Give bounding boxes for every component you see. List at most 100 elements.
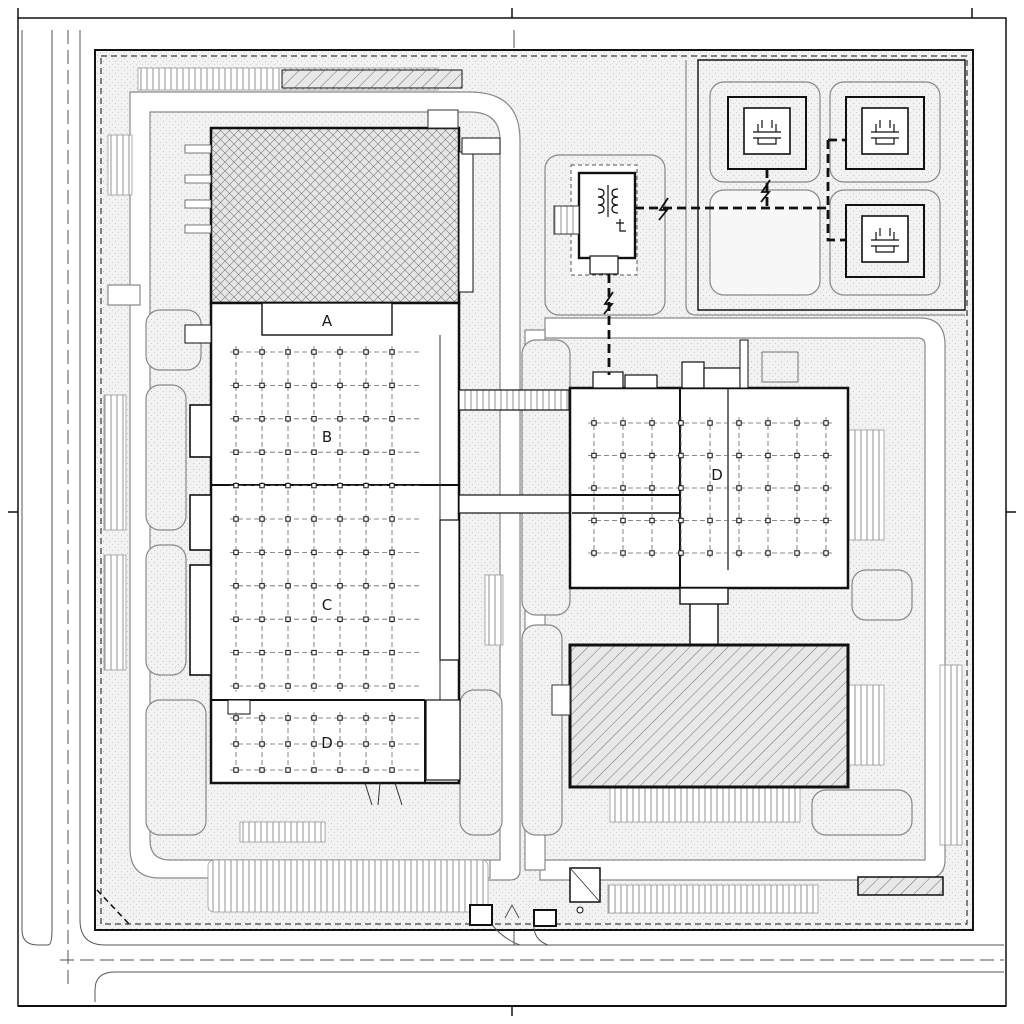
structural-column [649,485,655,491]
structural-column [337,583,343,589]
structural-column [736,517,742,524]
structural-column [591,550,597,556]
structural-column [259,482,265,489]
structural-column [259,616,265,622]
structural-column [233,583,239,589]
structural-column [363,482,369,489]
structural-column [233,741,239,747]
structural-column [389,741,395,747]
zone-label-b: B [322,428,332,446]
structural-column [736,485,742,491]
structural-column [389,583,395,589]
structural-column [591,517,597,524]
structural-column [736,420,742,426]
structural-column [363,382,369,389]
structural-column [591,452,597,459]
structural-column [337,741,343,747]
structural-column [389,449,395,455]
zone-label-a: A [322,312,333,330]
structural-column [311,616,317,622]
structural-column [311,416,317,422]
structural-column [259,416,265,422]
zone-label-d-west: D [321,734,333,752]
structural-column [337,416,343,422]
structural-column [233,715,239,721]
lightning-bolt-icon [658,197,669,221]
structural-column [823,517,829,524]
structural-column [363,715,369,721]
structural-column [678,452,684,459]
structural-column [233,449,239,455]
structural-column [765,550,771,556]
structural-column [337,382,343,389]
structural-column [389,516,395,522]
structural-column [337,516,343,522]
zone-labels: A B C D D [321,312,723,752]
structural-column [363,349,369,355]
structural-column [591,485,597,491]
structural-column [233,516,239,522]
structural-column [311,649,317,656]
structural-column [259,349,265,355]
structural-column [337,683,343,689]
structural-column [285,616,291,622]
structural-column [649,452,655,459]
structural-column [649,517,655,524]
structural-column [311,516,317,522]
structural-column [823,452,829,459]
structural-column [389,649,395,656]
structural-column [337,715,343,721]
structural-column [707,485,713,491]
structural-column [707,420,713,426]
structural-column [736,452,742,459]
west-building-roof-block [184,109,501,305]
structural-column [285,715,291,721]
west-structural-grid [230,346,422,776]
structural-column [233,349,239,355]
structural-column [285,516,291,522]
structural-column [285,741,291,747]
structural-column [233,767,239,773]
lightning-bolt-icon [760,179,771,203]
structural-column [823,420,829,426]
structural-column [620,517,626,524]
structural-column [389,683,395,689]
structural-column [311,349,317,355]
structural-column [311,767,317,773]
structural-column [389,482,395,489]
west-building-floor [184,301,461,806]
structural-column [363,649,369,656]
structural-column [765,452,771,459]
structural-column [285,416,291,422]
site-features [469,867,944,946]
structural-column [363,583,369,589]
transformer-pad-nw [727,96,807,170]
structural-column [337,482,343,489]
structural-column [794,420,800,426]
structural-column [389,549,395,556]
structural-column [678,550,684,556]
structural-column [311,449,317,455]
structural-column [285,683,291,689]
east-structural-grid [588,417,832,559]
structural-column [765,485,771,491]
structural-column [259,549,265,556]
structural-column [765,517,771,524]
structural-column [259,649,265,656]
structural-column [707,550,713,556]
zone-label-d-east: D [711,466,723,484]
structural-column [311,583,317,589]
structural-column [363,516,369,522]
structural-column [363,683,369,689]
structural-column [259,741,265,747]
structural-column [311,715,317,721]
structural-column [649,550,655,556]
structural-column [233,549,239,556]
structural-column [678,420,684,426]
structural-column [649,420,655,426]
structural-column [363,616,369,622]
transformer-pad-ne [845,96,925,170]
structural-column [765,420,771,426]
structural-column [259,683,265,689]
